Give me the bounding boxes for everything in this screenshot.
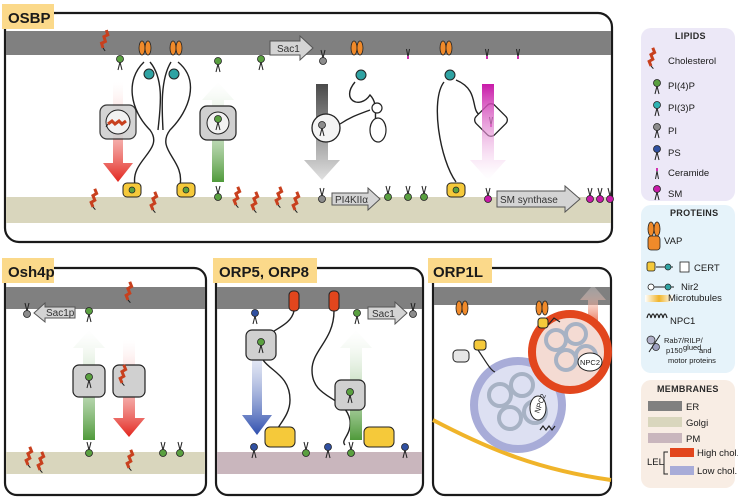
membranes-header: MEMBRANES — [657, 384, 719, 394]
legend-pi: PI — [668, 126, 677, 137]
legend-microtubules: Microtubules — [668, 293, 722, 304]
legend-npc1: NPC1 — [670, 316, 695, 327]
legend-low-chol: Low chol. — [697, 466, 737, 477]
panel-orp58: ORP5, ORP8 Sac1 — [213, 258, 425, 497]
osh4p-enzyme-sac1p: Sac1p — [46, 308, 75, 319]
panel-osbp: OSBP Sac1 — [2, 4, 614, 244]
legend-rab7-and: and — [699, 346, 712, 355]
legend-cholesterol: Cholesterol — [668, 56, 716, 67]
osbp-enzyme-pi4k: PI4KIIα — [335, 195, 368, 206]
legend-proteins: PROTEINS VAP CERT Nir2 Microtubules NPC1… — [641, 205, 735, 373]
legend-high-chol: High chol. — [697, 448, 738, 459]
legend-ps: PS — [668, 148, 681, 159]
panel-osh4p: Osh4p Sac1p — [2, 258, 208, 497]
orp58-title: ORP5, ORP8 — [219, 264, 309, 281]
legend-er: ER — [686, 402, 699, 413]
legend-rab7-glued: glued — [683, 343, 701, 352]
orp1l-title: ORP1L — [433, 264, 483, 281]
legend-sm: SM — [668, 189, 682, 200]
legend-vap: VAP — [664, 236, 682, 247]
osbp-enzyme-sm-synthase: SM synthase — [500, 195, 558, 206]
legend-rab7-line3: motor proteins — [668, 356, 716, 365]
osbp-enzyme-sac1: Sac1 — [277, 44, 300, 55]
proteins-header: PROTEINS — [670, 208, 718, 218]
osbp-title-bg — [2, 4, 54, 29]
orp58-enzyme-sac1: Sac1 — [372, 309, 395, 320]
legend-lel: LEL — [647, 457, 664, 468]
legend-membranes: MEMBRANES ER Golgi PM LEL High chol. Low… — [641, 380, 738, 488]
legend-nir2: Nir2 — [681, 282, 698, 293]
lipids-header: LIPIDS — [675, 31, 706, 41]
legend-pi3p: PI(3)P — [668, 103, 695, 114]
legend-pi4p: PI(4)P — [668, 81, 695, 92]
legend-lipids: LIPIDS Cholesterol PI(4)P PI(3)P PI PS C… — [641, 28, 735, 201]
osh4p-title: Osh4p — [8, 264, 55, 281]
osbp-title: OSBP — [8, 10, 51, 27]
panel-orp1l: ORP1L NPC2 NPC2 — [428, 258, 613, 497]
legend-rab7-line1: Rab7/RILP/ — [664, 336, 704, 345]
legend-rab7-line2: p150 — [666, 346, 683, 355]
legend-ceramide: Ceramide — [668, 168, 709, 179]
osbp-tether-1 — [131, 40, 192, 186]
legend-cert: CERT — [694, 263, 720, 274]
legend-pm: PM — [686, 434, 700, 445]
orp1l-npc2-high: NPC2 — [580, 358, 600, 367]
legend-golgi: Golgi — [686, 418, 708, 429]
